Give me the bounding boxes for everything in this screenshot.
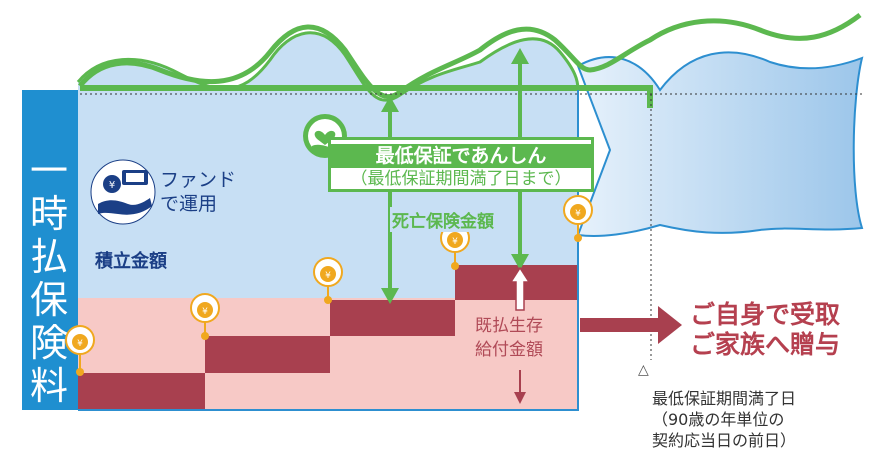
paid-benefit-line2: 給付金額	[475, 340, 543, 360]
coin-marker-2: ¥	[190, 293, 220, 340]
benefit-pink-3	[330, 336, 455, 410]
svg-text:¥: ¥	[109, 180, 115, 191]
maturity-label: 最低保証期間満了日 （90歳の年単位の 契約応当日の前日）	[652, 388, 796, 451]
svg-text:¥: ¥	[202, 307, 208, 317]
maturity-line3: 契約応当日の前日）	[652, 431, 797, 450]
paid-benefit-label: 既払生存 給付金額	[475, 314, 543, 362]
guarantee-box: 最低保証であんしん （最低保証期間満了日まで）	[328, 137, 594, 192]
fund-label-line2: で運用	[160, 193, 218, 215]
yen-hand-icon: ¥	[90, 159, 156, 225]
guarantee-subtitle: （最低保証期間満了日まで）	[350, 169, 572, 189]
premium-bar	[22, 90, 78, 410]
coin-marker-5: ¥	[563, 195, 593, 242]
fund-label: ファンド で運用	[160, 168, 236, 216]
premium-char-3: 払	[29, 235, 68, 279]
death-benefit-label: 死亡保険金額	[390, 207, 496, 232]
premium-char-5: 険	[29, 321, 68, 365]
maturity-line2: （90歳の年単位の	[652, 410, 785, 429]
premium-char-1: 一	[29, 149, 68, 193]
future-area	[576, 51, 864, 237]
fund-label-line1: ファンド	[160, 169, 237, 191]
accumulation-label: 積立金額	[95, 251, 167, 272]
benefit-step-1	[78, 373, 205, 410]
premium-label: 一 時 払 保 険 料	[24, 150, 74, 408]
premium-char-4: 保	[29, 278, 68, 322]
receive-label: ご自身で受取 ご家族へ贈与	[690, 300, 840, 360]
premium-char-6: 料	[29, 364, 68, 408]
paid-up-arrow	[509, 266, 531, 311]
maturity-line1: 最低保証期間満了日	[652, 389, 797, 408]
maturity-marker: △	[638, 362, 649, 378]
receive-line2: ご家族へ贈与	[690, 330, 841, 359]
paid-down-arrow	[514, 370, 526, 404]
receive-line1: ご自身で受取	[690, 300, 841, 329]
benefit-step-2	[205, 336, 330, 373]
guarantee-line	[80, 85, 653, 108]
svg-text:¥: ¥	[452, 237, 458, 247]
guarantee-wave	[78, 13, 862, 100]
benefit-pink-2	[205, 373, 330, 410]
svg-text:¥: ¥	[77, 339, 83, 349]
premium-char-2: 時	[29, 192, 68, 236]
svg-text:¥: ¥	[325, 271, 331, 281]
receive-arrow	[580, 306, 682, 344]
coin-marker-1: ¥	[65, 325, 95, 376]
guarantee-title: 最低保証であんしん	[331, 144, 591, 168]
coin-marker-3: ¥	[313, 257, 343, 304]
benefit-step-3	[330, 300, 455, 336]
paid-benefit-line1: 既払生存	[475, 316, 543, 336]
svg-text:¥: ¥	[575, 209, 581, 219]
